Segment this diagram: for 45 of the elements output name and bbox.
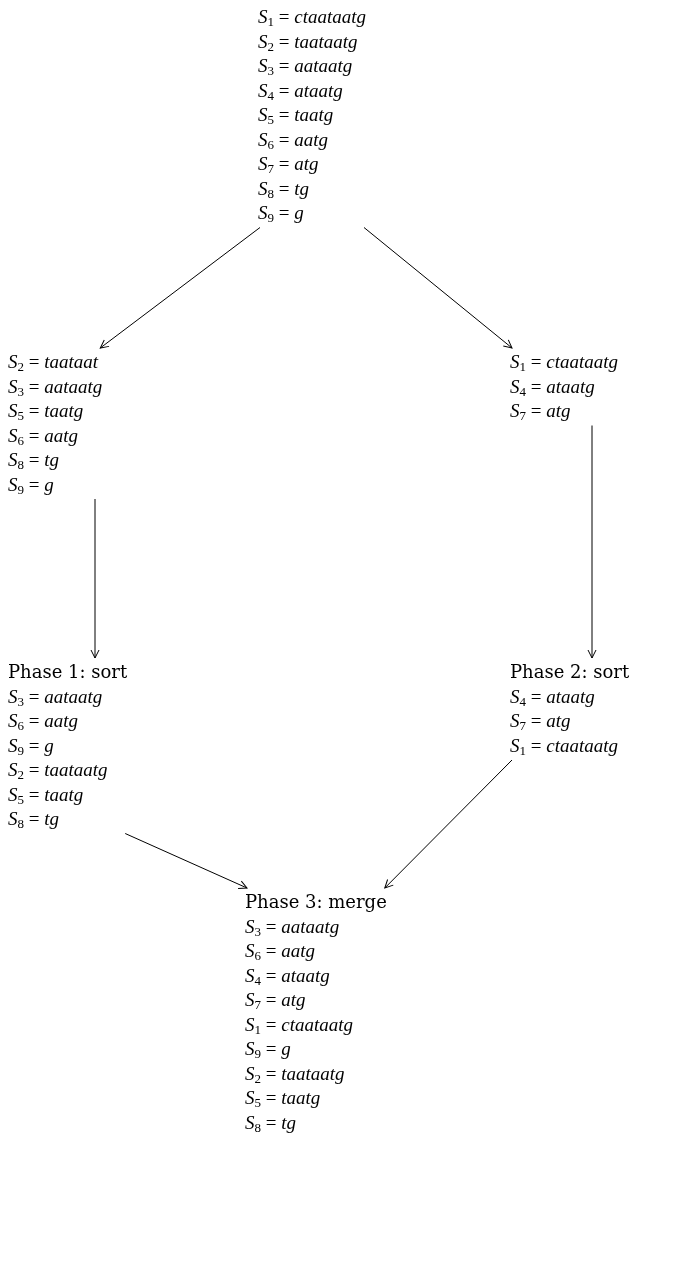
equation: S$_{2}$ = taataatg [245,1061,345,1086]
equation: S$_{7}$ = atg [258,152,319,177]
arrow [587,425,597,659]
equation: S$_{7}$ = atg [510,399,571,424]
equation: S$_{1}$ = ctaataatg [258,5,366,30]
equation: S$_{9}$ = g [245,1037,291,1062]
phase-heading: Phase 1: sort [8,660,128,684]
equation: S$_{8}$ = tg [258,176,309,201]
equation: S$_{2}$ = taataatg [258,29,358,54]
equation: S$_{4}$ = ataatg [510,374,595,399]
equation: S$_{8}$ = tg [8,448,59,473]
equation: S$_{7}$ = atg [510,709,571,734]
equation: S$_{3}$ = aataatg [245,914,340,939]
equation: S$_{8}$ = tg [245,1110,296,1135]
equation: S$_{1}$ = ctaataatg [510,733,618,758]
equation: S$_{6}$ = aatg [258,127,328,152]
equation: S$_{3}$ = aataatg [8,374,103,399]
equation: S$_{5}$ = taatg [258,103,334,128]
equation: S$_{1}$ = ctaataatg [510,350,618,375]
equation: S$_{9}$ = g [8,472,54,497]
equation: S$_{5}$ = taatg [8,399,84,424]
equation: S$_{4}$ = ataatg [245,963,330,988]
equation: S$_{6}$ = aatg [8,709,78,734]
equation: S$_{6}$ = aatg [8,423,78,448]
equation: S$_{7}$ = atg [245,988,306,1013]
arrow [99,227,261,349]
arrow [90,498,100,659]
arrow [124,833,248,889]
equation: S$_{9}$ = g [8,733,54,758]
equation: S$_{4}$ = ataatg [510,684,595,709]
equation: S$_{3}$ = aataatg [8,684,103,709]
equation: S$_{2}$ = taataatg [8,758,108,783]
equation: S$_{8}$ = tg [8,807,59,832]
equation: S$_{6}$ = aatg [245,939,315,964]
arrow [363,227,513,349]
equation: S$_{5}$ = taatg [8,782,84,807]
equation: S$_{4}$ = ataatg [258,78,343,103]
arrow [384,759,513,889]
phase-heading: Phase 2: sort [510,660,630,684]
equation: S$_{9}$ = g [258,201,304,226]
equation: S$_{1}$ = ctaataatg [245,1012,353,1037]
equation: S$_{5}$ = taatg [245,1086,321,1111]
equation: S$_{3}$ = aataatg [258,54,353,79]
equation: S$_{2}$ = taataat [8,350,99,375]
phase-heading: Phase 3: merge [245,890,387,914]
